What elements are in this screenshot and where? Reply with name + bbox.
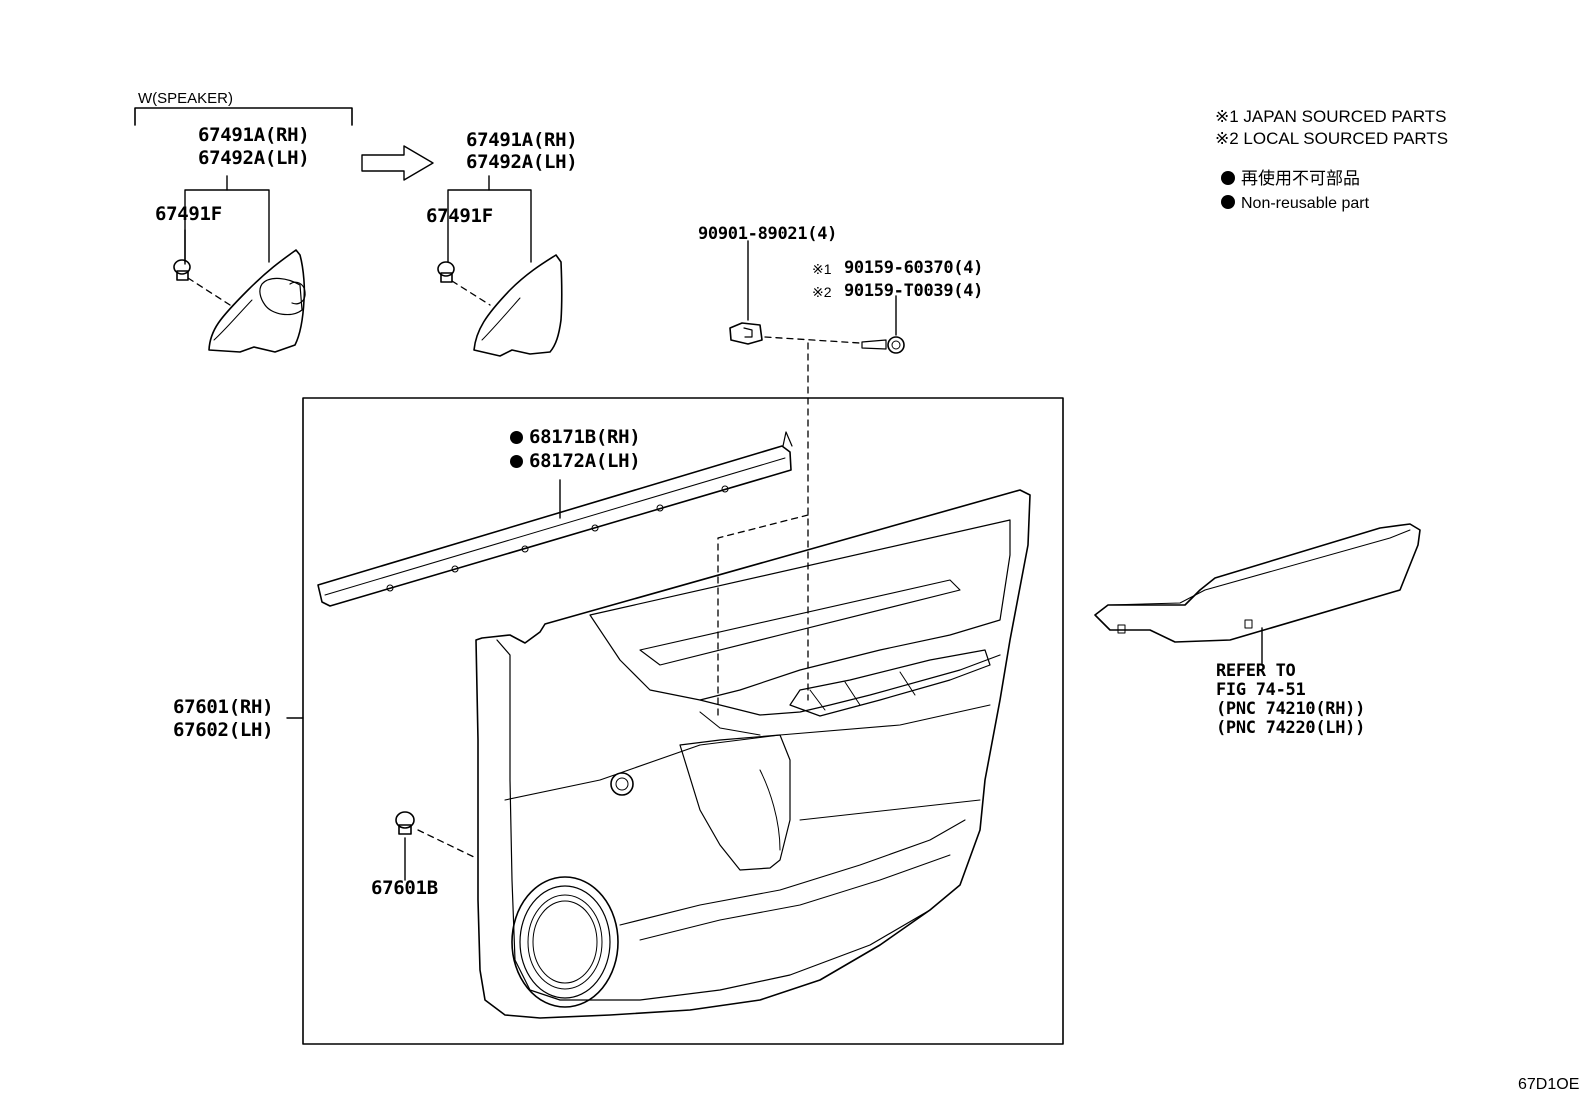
guide-line	[717, 514, 809, 716]
weatherstrip-part-rh: 68171B(RH)	[510, 426, 641, 448]
clip-67601b-drawing	[395, 811, 477, 881]
speaker-garnish-drawing	[208, 249, 306, 353]
plain-part-lh: 67492A(LH)	[466, 151, 578, 173]
fastener-jp-mark: ※1	[812, 261, 832, 277]
fastener-screw-local: 90159-T0039(4)	[844, 281, 984, 301]
armrest-refer-line2: FIG 74-51	[1216, 680, 1306, 700]
fastener-clip-label: 90901-89021(4)	[698, 224, 838, 244]
armrest-refer-line1: REFER TO	[1216, 661, 1296, 681]
weatherstrip-part-lh-text: 68172A(LH)	[529, 450, 641, 472]
non-reusable-dot-icon	[1221, 195, 1235, 209]
plain-part-rh: 67491A(RH)	[466, 129, 578, 151]
fastener-local-mark: ※2	[812, 284, 832, 300]
plain-garnish-drawing	[473, 254, 563, 357]
speaker-clip-label: 67491F	[155, 203, 222, 225]
door-panel-part-rh: 67601(RH)	[173, 696, 274, 718]
speaker-bracket	[134, 107, 353, 126]
speaker-group-title: W(SPEAKER)	[138, 90, 234, 107]
non-reusable-dot-icon	[1221, 171, 1235, 185]
armrest-refer-line3: (PNC 74210(RH))	[1216, 699, 1366, 719]
plain-clip-label: 67491F	[426, 205, 493, 227]
legend-note1: ※1 JAPAN SOURCED PARTS	[1215, 107, 1447, 126]
door-clip-label: 67601B	[371, 877, 438, 899]
clip-67491f-left-drawing	[173, 259, 231, 306]
door-panel-drawing	[475, 489, 1031, 1019]
legend-nonreusable-en: Non-reusable part	[1221, 193, 1369, 215]
legend-nonreusable-jp: 再使用不可部品	[1221, 168, 1360, 190]
clip-67491f-right-drawing	[437, 261, 491, 306]
fastener-clip-drawing	[729, 240, 861, 701]
non-reusable-dot-icon	[510, 455, 523, 468]
right-group-leaders	[447, 175, 532, 263]
legend-note2: ※2 LOCAL SOURCED PARTS	[1215, 129, 1449, 148]
weatherstrip-drawing	[317, 431, 793, 607]
fastener-screw-jp: 90159-60370(4)	[844, 258, 984, 278]
panel-box	[302, 397, 1064, 1045]
arrow-icon	[361, 145, 434, 181]
weatherstrip-part-lh: 68172A(LH)	[510, 450, 641, 472]
weatherstrip-part-rh-text: 68171B(RH)	[529, 426, 641, 448]
speaker-part-rh: 67491A(RH)	[198, 124, 310, 146]
legend-nonreusable-en-text: Non-reusable part	[1241, 195, 1370, 212]
door-panel-part-lh: 67602(LH)	[173, 719, 274, 741]
fastener-screw-drawing	[861, 295, 905, 354]
armrest-drawing	[1094, 523, 1421, 666]
non-reusable-dot-icon	[510, 431, 523, 444]
diagram-code: 67D1OE	[1518, 1076, 1580, 1093]
speaker-part-lh: 67492A(LH)	[198, 147, 310, 169]
left-group-leaders	[184, 175, 270, 265]
armrest-refer-line4: (PNC 74220(LH))	[1216, 718, 1366, 738]
legend-nonreusable-jp-text: 再使用不可部品	[1241, 169, 1360, 188]
